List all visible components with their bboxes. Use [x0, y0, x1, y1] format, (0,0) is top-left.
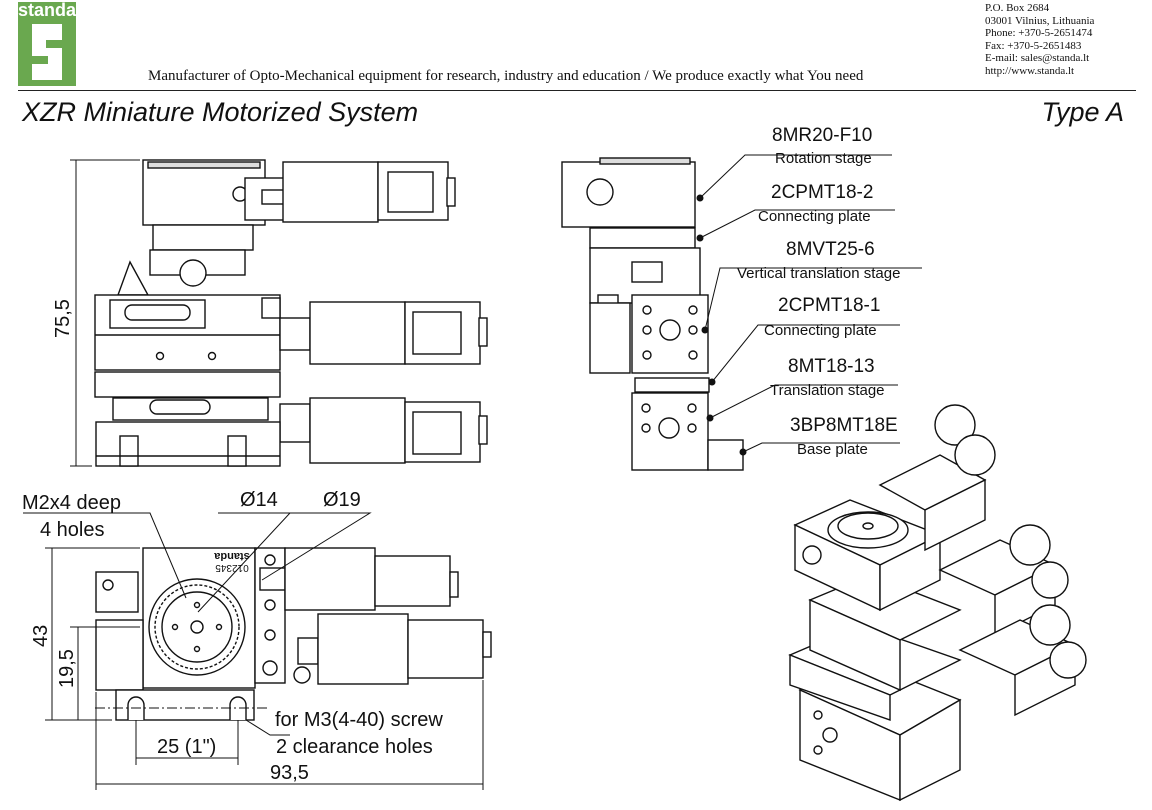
holes-count-label: 4 holes	[40, 519, 105, 541]
top-view	[95, 547, 492, 721]
tagline: Manufacturer of Opto-Mechanical equipmen…	[148, 68, 864, 84]
part-code: 8MT18-13	[788, 356, 875, 377]
diameter-14-label: Ø14	[240, 489, 278, 511]
top-view-dimensions	[23, 512, 484, 790]
depth-dimension: 43	[30, 624, 52, 647]
part-code: 8MVT25-6	[786, 239, 875, 260]
contact-line: 03001 Vilnius, Lithuania	[985, 14, 1095, 27]
part-code: 3BP8MT18E	[790, 415, 898, 436]
part-description: Base plate	[797, 441, 868, 458]
contact-line: Phone: +370-5-2651474	[985, 27, 1093, 40]
width-dimension: 93,5	[270, 762, 309, 784]
holes-spec-label: M2x4 deep	[22, 492, 121, 514]
logo-text: standa	[18, 0, 77, 20]
part-description: Rotation stage	[775, 150, 872, 167]
part-code: 2CPMT18-2	[771, 182, 874, 203]
offset-dimension: 19,5	[56, 649, 78, 688]
engraving-brand: standa	[214, 550, 250, 562]
part-description: Translation stage	[770, 382, 885, 399]
logo-s-mark	[32, 24, 62, 80]
side-view	[561, 157, 744, 471]
page-title: XZR Miniature Motorized System	[22, 97, 419, 127]
screw-label: for M3(4-40) screw	[275, 709, 443, 731]
contact-info: P.O. Box 2684 03001 Vilnius, Lithuania P…	[985, 2, 1094, 78]
front-view	[70, 159, 488, 467]
header-divider	[18, 90, 1136, 91]
contact-line: http://www.standa.lt	[985, 64, 1075, 77]
contact-line: P.O. Box 2684	[985, 2, 1050, 14]
engraving-serial: 012345	[215, 562, 249, 573]
pitch-dimension: 25 (1")	[157, 736, 217, 758]
contact-line: E-mail: sales@standa.lt	[985, 52, 1090, 65]
leader-dots	[696, 194, 747, 456]
height-dimension: 75,5	[52, 299, 74, 338]
diameter-19-label: Ø19	[323, 489, 361, 511]
isometric-view	[788, 404, 1087, 802]
part-description: Connecting plate	[764, 322, 877, 339]
clearance-label: 2 clearance holes	[276, 736, 433, 758]
part-code: 2CPMT18-1	[778, 295, 881, 316]
type-label: Type A	[1041, 97, 1124, 127]
part-description: Connecting plate	[758, 208, 871, 225]
leader-lines	[699, 154, 922, 453]
part-description: Vertical translation stage	[737, 265, 901, 282]
part-code: 8MR20-F10	[772, 125, 873, 146]
contact-line: Fax: +370-5-2651483	[985, 39, 1082, 52]
